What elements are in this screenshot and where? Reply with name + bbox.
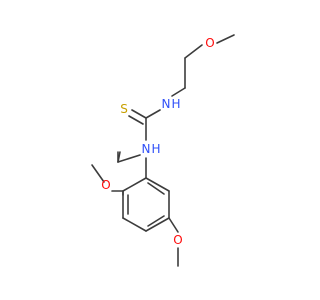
ring-bond-4 bbox=[145, 217, 170, 232]
atom-s-thio-symbol: S bbox=[120, 102, 128, 116]
atom-n-right-hydrogen: H bbox=[171, 97, 180, 111]
thiourea-structure-diagram: O N H S N H O O bbox=[91, 34, 235, 267]
atom-n-left-symbol: N bbox=[142, 142, 151, 156]
atom-o-ring-upper-symbol: O bbox=[101, 178, 110, 192]
bond-ch2-n-right bbox=[171, 87, 186, 97]
bond-c-s-1 bbox=[131, 109, 147, 119]
bond-o-ch2-top bbox=[184, 44, 203, 59]
bond-ch3-o-top bbox=[216, 34, 235, 44]
bond-n-right-c bbox=[145, 109, 161, 119]
atom-o-top: O bbox=[205, 36, 214, 50]
atom-label-layer: O N H S N H O O bbox=[101, 36, 214, 247]
ring-double-2 bbox=[147, 215, 165, 227]
bond-o-upper-ch3 bbox=[91, 164, 105, 183]
atom-o-ring-lower: O bbox=[173, 233, 182, 247]
atom-o-ring-upper: O bbox=[101, 178, 110, 192]
atom-s-thio: S bbox=[120, 102, 128, 116]
atom-o-ring-lower-symbol: O bbox=[173, 233, 182, 247]
atom-n-left-hydrogen: H bbox=[151, 142, 160, 156]
bond-ring-o-lower bbox=[168, 217, 179, 233]
atom-n-left: N H bbox=[142, 142, 161, 156]
bond-layer bbox=[91, 34, 235, 267]
atom-n-right-symbol: N bbox=[162, 97, 171, 111]
atom-o-top-symbol: O bbox=[205, 36, 214, 50]
ring-bond-3 bbox=[122, 217, 147, 232]
ring-double-3 bbox=[147, 182, 165, 195]
atom-n-right: N H bbox=[162, 97, 181, 111]
bond-c-s-2 bbox=[128, 115, 144, 125]
bond-n-left-ch bbox=[117, 154, 141, 163]
ring-bond-1 bbox=[122, 177, 147, 192]
ring-bond-6 bbox=[145, 177, 170, 192]
